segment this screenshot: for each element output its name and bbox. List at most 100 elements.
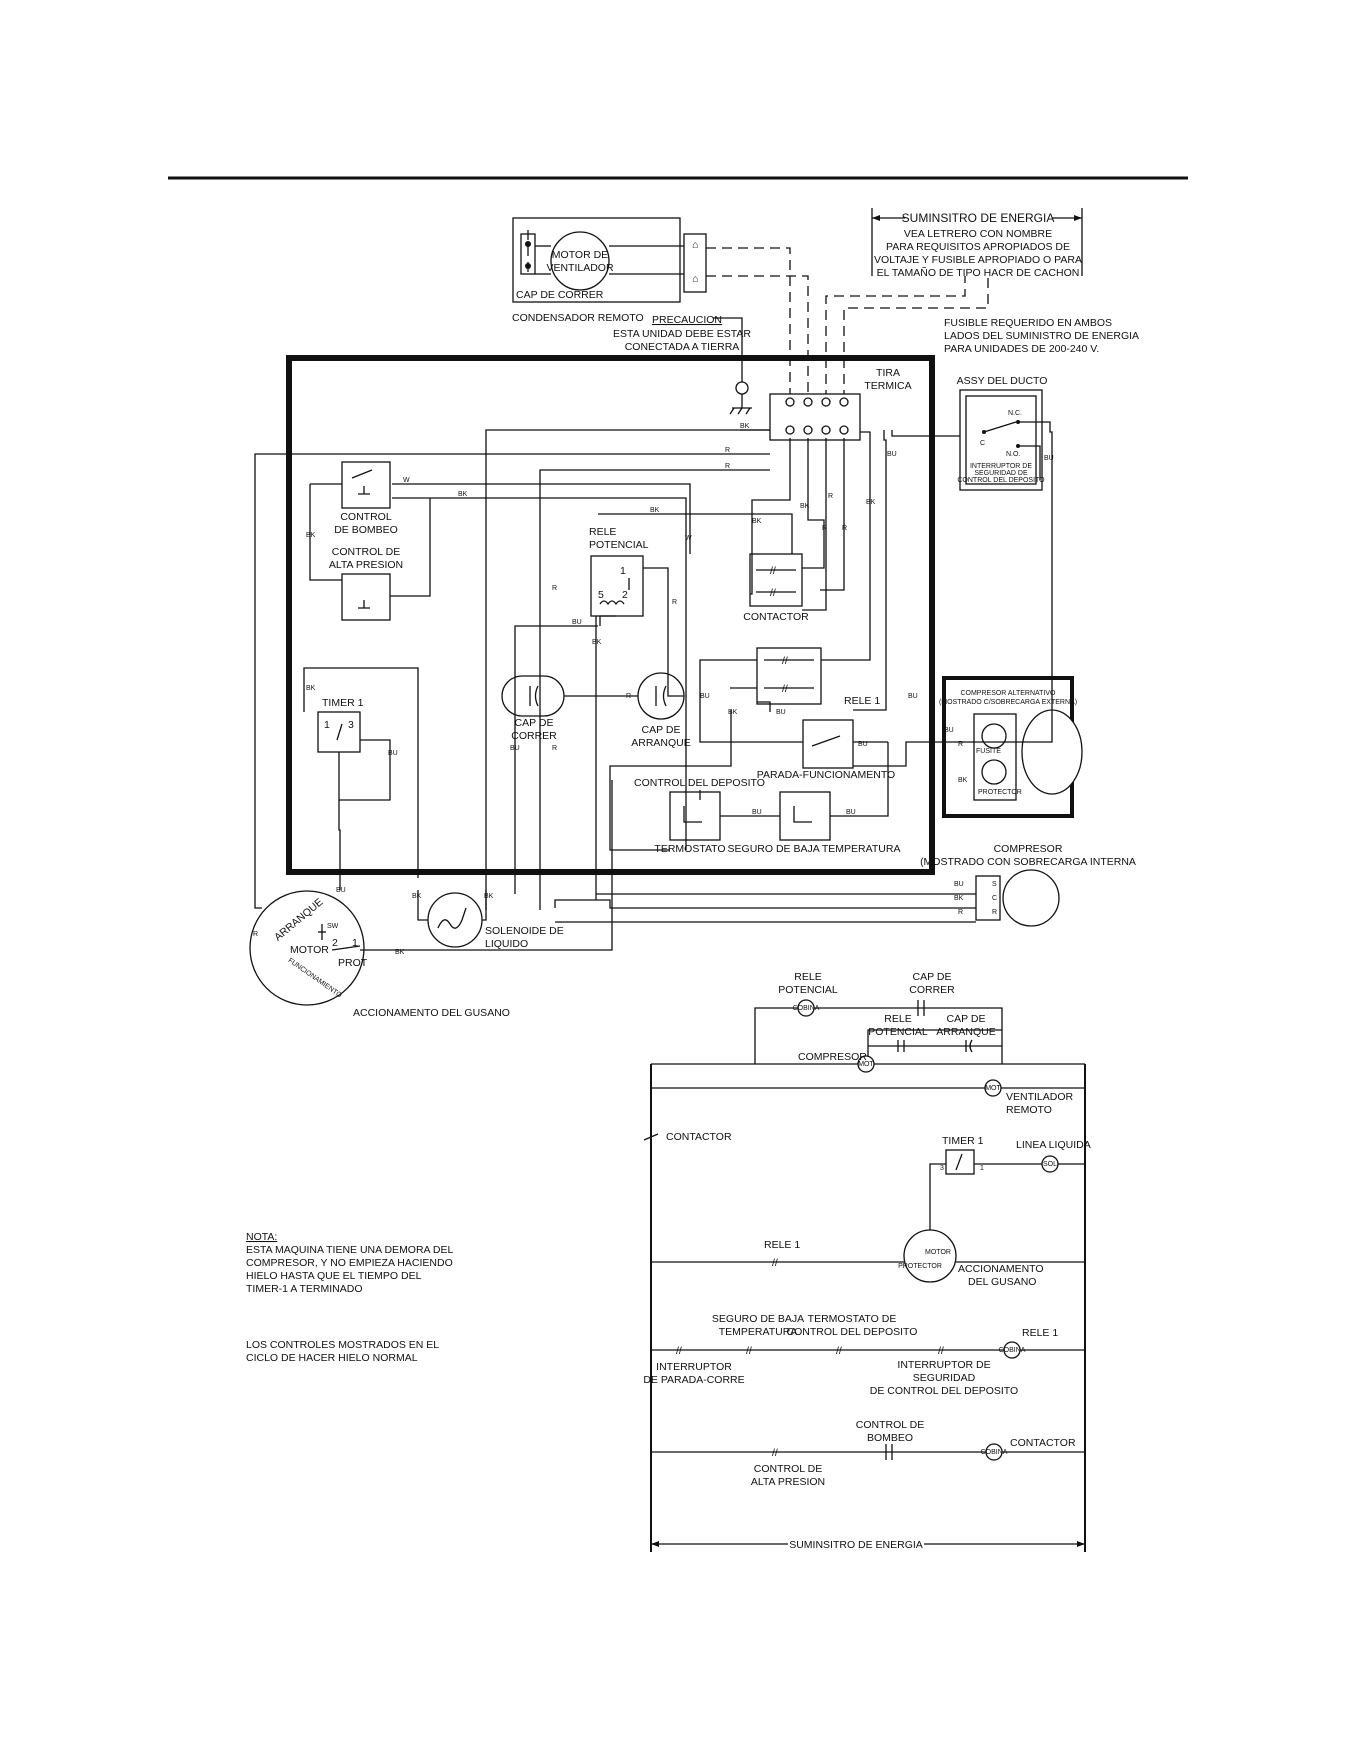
svg-text:DE BOMBEO: DE BOMBEO <box>334 524 398 536</box>
svg-text:LADOS DEL SUMINISTRO DE ENERGI: LADOS DEL SUMINISTRO DE ENERGIA <box>944 330 1139 342</box>
svg-text:BU: BU <box>700 693 710 700</box>
svg-text:R: R <box>672 599 677 606</box>
svg-text:COMPRESOR: COMPRESOR <box>994 843 1063 855</box>
svg-text:CORRER: CORRER <box>909 984 955 996</box>
svg-text:RELE: RELE <box>589 526 616 538</box>
svg-text:VENTILADOR: VENTILADOR <box>1006 1091 1074 1103</box>
svg-text://: // <box>772 1447 778 1459</box>
svg-text:BU: BU <box>752 809 762 816</box>
svg-text:BK: BK <box>650 507 660 514</box>
svg-text:CONTROL DE: CONTROL DE <box>754 1463 822 1475</box>
svg-text:1: 1 <box>352 937 358 949</box>
svg-text:RELE 1: RELE 1 <box>844 695 880 707</box>
svg-text:BK: BK <box>954 895 964 902</box>
wire-labels: BK R R W BK BK BK W BK BK R R R BK BU BU… <box>253 423 1054 956</box>
svg-text:POTENCIAL: POTENCIAL <box>868 1026 928 1038</box>
svg-text:S: S <box>992 881 997 888</box>
svg-text:TERMICA: TERMICA <box>864 380 911 392</box>
svg-text:BK: BK <box>752 518 762 525</box>
svg-text:⌂: ⌂ <box>692 273 698 285</box>
svg-text:ESTA MAQUINA TIENE UNA DEMORA: ESTA MAQUINA TIENE UNA DEMORA DEL <box>246 1244 453 1256</box>
svg-text:COBINA: COBINA <box>999 1347 1026 1354</box>
svg-text://: // <box>746 1345 752 1357</box>
svg-text:BK: BK <box>395 949 405 956</box>
svg-text:R: R <box>958 909 963 916</box>
svg-text:R: R <box>552 745 557 752</box>
svg-text:CONTROL DEL DEPOSITO: CONTROL DEL DEPOSITO <box>634 777 765 789</box>
svg-text:BK: BK <box>306 532 316 539</box>
liquid-solenoid: SOLENOIDE DE LIQUIDO <box>427 892 564 950</box>
svg-text:REMOTO: REMOTO <box>1006 1104 1052 1116</box>
svg-text:ALTA PRESION: ALTA PRESION <box>751 1476 825 1488</box>
svg-text:CAP DE: CAP DE <box>515 717 554 729</box>
svg-text:NOTA:: NOTA: <box>246 1231 277 1243</box>
control-box <box>286 355 935 875</box>
svg-text:1: 1 <box>324 719 330 731</box>
svg-text:VEA LETRERO CON NOMBRE: VEA LETRERO CON NOMBRE <box>904 228 1052 240</box>
svg-text:W: W <box>403 477 410 484</box>
svg-text:SEGURO DE BAJA: SEGURO DE BAJA <box>712 1313 804 1325</box>
svg-text:BU: BU <box>887 451 897 458</box>
svg-text:R: R <box>552 585 557 592</box>
svg-text:RELE: RELE <box>884 1013 911 1025</box>
svg-text:BOMBEO: BOMBEO <box>867 1432 913 1444</box>
timer-1: TIMER 1 1 3 <box>317 697 364 753</box>
caution-note: PRECAUCION ESTA UNIDAD DEBE ESTAR CONECT… <box>613 314 752 415</box>
svg-text:TIRA: TIRA <box>876 367 900 379</box>
svg-text:CONTROL DE: CONTROL DE <box>332 546 400 558</box>
svg-text:R: R <box>958 741 963 748</box>
fan-motor-icon <box>550 231 610 291</box>
svg-text:TERMOSTATO: TERMOSTATO <box>654 843 725 855</box>
contactor: // // CONTACTOR <box>743 553 809 623</box>
svg-text:INTERRUPTOR DE: INTERRUPTOR DE <box>897 1359 990 1371</box>
svg-text:2: 2 <box>332 937 338 949</box>
svg-text:DE CONTROL DEL DEPOSITO: DE CONTROL DEL DEPOSITO <box>870 1385 1018 1397</box>
svg-text:R: R <box>626 693 631 700</box>
svg-text:N.O.: N.O. <box>1006 451 1020 458</box>
svg-text:BU: BU <box>336 887 346 894</box>
svg-text:R: R <box>253 931 258 938</box>
svg-text:BU: BU <box>944 727 954 734</box>
svg-text:RELE 1: RELE 1 <box>1022 1327 1058 1339</box>
svg-text:ASSY DEL DUCTO: ASSY DEL DUCTO <box>957 375 1048 387</box>
svg-text:BU: BU <box>846 809 856 816</box>
svg-text:BU: BU <box>908 693 918 700</box>
compressor: COMPRESOR (MOSTRADO CON SOBRECARGA INTER… <box>920 843 1136 927</box>
potential-relay: RELE POTENCIAL 1 5 2 <box>589 526 649 617</box>
svg-text:CONTACTOR: CONTACTOR <box>1010 1437 1076 1449</box>
svg-text:BK: BK <box>800 503 810 510</box>
svg-text:LINEA LIQUIDA: LINEA LIQUIDA <box>1016 1139 1091 1151</box>
svg-text:POTENCIAL: POTENCIAL <box>778 984 838 996</box>
svg-text:INTERRUPTOR: INTERRUPTOR <box>656 1361 732 1373</box>
svg-text:COMPRESOR: COMPRESOR <box>798 1051 867 1063</box>
svg-text:CONTACTOR: CONTACTOR <box>743 611 809 623</box>
svg-text:CONTROL DEL DEPOSITO: CONTROL DEL DEPOSITO <box>787 1326 918 1338</box>
svg-text:CONTROL DEL DEPOSITO: CONTROL DEL DEPOSITO <box>957 477 1045 484</box>
svg-text:MOTOR DE: MOTOR DE <box>552 249 608 261</box>
svg-text://: // <box>770 587 776 599</box>
svg-text:ACCIONAMENTO DEL GUSANO: ACCIONAMENTO DEL GUSANO <box>353 1007 510 1019</box>
svg-text:COBINA: COBINA <box>981 1449 1008 1456</box>
svg-text://: // <box>836 1345 842 1357</box>
svg-text:BK: BK <box>592 639 602 646</box>
svg-text:ALTA PRESION: ALTA PRESION <box>329 559 403 571</box>
svg-text:VENTILADOR: VENTILADOR <box>546 262 614 274</box>
svg-text:PARA REQUISITOS APROPIADOS DE: PARA REQUISITOS APROPIADOS DE <box>886 241 1070 253</box>
svg-text:BK: BK <box>458 491 468 498</box>
svg-text:RELE: RELE <box>794 971 821 983</box>
svg-text:PARADA-FUNCIONAMENTO: PARADA-FUNCIONAMENTO <box>757 769 895 781</box>
svg-text:R: R <box>725 447 730 454</box>
svg-text:CAP DE CORRER: CAP DE CORRER <box>516 289 604 301</box>
svg-text:VOLTAJE Y FUSIBLE APROPIADO O: VOLTAJE Y FUSIBLE APROPIADO O PARA <box>874 254 1082 266</box>
svg-text://: // <box>772 1257 778 1269</box>
svg-text:SEGURIDAD DE: SEGURIDAD DE <box>974 470 1028 477</box>
power-supply-note: SUMINSITRO DE ENERGIA VEA LETRERO CON NO… <box>871 208 1083 279</box>
svg-text:1: 1 <box>620 565 626 577</box>
svg-text:R: R <box>842 525 847 532</box>
svg-text://: // <box>782 683 788 695</box>
fuse-note: FUSIBLE REQUERIDO EN AMBOS LADOS DEL SUM… <box>944 317 1139 355</box>
svg-text:BK: BK <box>958 777 968 784</box>
svg-text:SUMINSITRO DE ENERGIA: SUMINSITRO DE ENERGIA <box>789 1539 923 1551</box>
svg-text:3: 3 <box>348 719 354 731</box>
svg-text:SEGURIDAD: SEGURIDAD <box>913 1372 976 1384</box>
